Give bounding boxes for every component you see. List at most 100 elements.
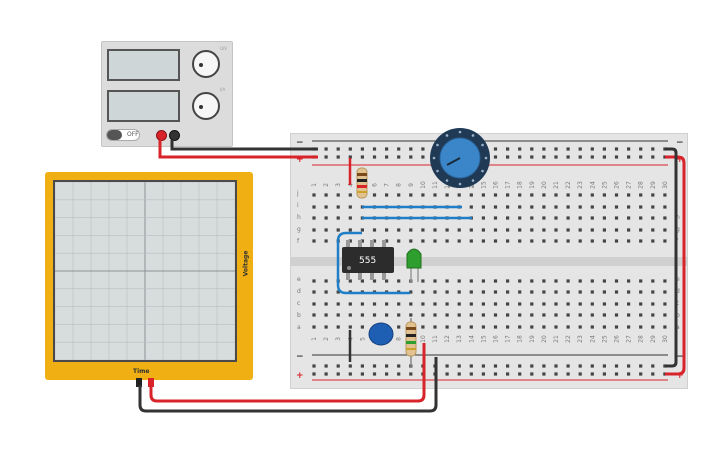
breadboard-hole[interactable] [324,228,328,232]
breadboard-hole[interactable] [397,239,401,243]
breadboard-hole[interactable] [372,313,377,317]
breadboard-hole[interactable] [578,290,582,294]
breadboard-hole[interactable] [518,239,522,243]
breadboard-hole[interactable] [336,290,340,294]
breadboard-hole[interactable] [348,239,352,243]
breadboard-hole[interactable] [372,228,377,232]
rail-hole[interactable] [397,147,401,151]
rail-hole[interactable] [602,364,606,368]
breadboard-hole[interactable] [481,205,485,209]
breadboard-hole[interactable] [578,313,582,317]
rail-hole[interactable] [554,147,558,151]
rail-hole[interactable] [542,147,546,151]
breadboard-hole[interactable] [554,290,558,294]
breadboard-hole[interactable] [639,302,643,306]
rail-hole[interactable] [602,147,606,151]
power-supply[interactable]: U/V I/A OFF [101,41,233,147]
rail-hole[interactable] [421,147,425,151]
breadboard-hole[interactable] [457,279,461,283]
rail-hole[interactable] [639,372,643,376]
breadboard-hole[interactable] [312,239,316,243]
breadboard-hole[interactable] [639,193,643,197]
current-knob[interactable] [192,92,220,120]
breadboard-hole[interactable] [469,302,473,306]
breadboard-hole[interactable] [639,228,643,232]
breadboard-hole[interactable] [324,302,328,306]
rail-hole[interactable] [590,372,594,376]
rail-hole[interactable] [602,155,606,159]
breadboard-hole[interactable] [590,216,594,220]
breadboard-hole[interactable] [663,290,667,294]
breadboard-hole[interactable] [566,313,570,317]
rail-hole[interactable] [397,364,401,368]
breadboard-hole[interactable] [530,239,534,243]
breadboard-hole[interactable] [433,228,437,232]
rail-hole[interactable] [663,364,667,368]
breadboard-hole[interactable] [336,228,340,232]
breadboard-hole[interactable] [493,239,498,243]
breadboard-hole[interactable] [518,313,522,317]
breadboard-hole[interactable] [530,302,534,306]
breadboard-hole[interactable] [312,313,316,317]
breadboard-hole[interactable] [542,193,546,197]
breadboard-hole[interactable] [372,302,377,306]
breadboard-hole[interactable] [360,302,364,306]
breadboard-hole[interactable] [506,290,510,294]
rail-hole[interactable] [324,372,328,376]
breadboard-hole[interactable] [506,216,510,220]
breadboard-hole[interactable] [542,239,546,243]
breadboard-hole[interactable] [602,290,606,294]
rail-hole[interactable] [336,155,340,159]
breadboard-hole[interactable] [421,279,425,283]
led[interactable] [406,248,422,269]
scope-probe-negative[interactable] [136,378,142,387]
rail-hole[interactable] [566,155,570,159]
breadboard-hole[interactable] [530,313,534,317]
breadboard-hole[interactable] [602,313,606,317]
breadboard-hole[interactable] [602,325,606,329]
breadboard-hole[interactable] [651,313,655,317]
rail-hole[interactable] [566,364,570,368]
breadboard-hole[interactable] [397,313,401,317]
breadboard-hole[interactable] [554,313,558,317]
jumper-loop[interactable] [336,231,410,295]
breadboard-hole[interactable] [385,279,389,283]
breadboard-hole[interactable] [397,279,401,283]
rail-hole[interactable] [639,147,643,151]
oscilloscope[interactable]: Voltage Time [45,172,253,387]
rail-hole[interactable] [409,372,413,376]
rail-hole[interactable] [348,372,352,376]
breadboard-hole[interactable] [663,279,667,283]
breadboard-hole[interactable] [518,216,522,220]
rail-hole[interactable] [627,147,631,151]
rail-hole[interactable] [627,364,631,368]
breadboard-hole[interactable] [663,205,667,209]
breadboard-hole[interactable] [554,228,558,232]
rail-hole[interactable] [506,372,510,376]
rail-hole[interactable] [518,364,522,368]
wire-psu-positive[interactable] [158,140,318,159]
breadboard-hole[interactable] [445,290,449,294]
breadboard-hole[interactable] [348,216,352,220]
breadboard-hole[interactable] [312,205,316,209]
breadboard-hole[interactable] [445,228,449,232]
breadboard-hole[interactable] [663,193,667,197]
breadboard-hole[interactable] [493,290,498,294]
rail-hole[interactable] [372,147,377,151]
rail-hole[interactable] [372,364,377,368]
breadboard-hole[interactable] [469,239,473,243]
rail-hole[interactable] [348,155,352,159]
breadboard-hole[interactable] [530,205,534,209]
breadboard-hole[interactable] [421,193,425,197]
breadboard-hole[interactable] [614,302,619,306]
breadboard-hole[interactable] [493,302,498,306]
breadboard-hole[interactable] [639,239,643,243]
breadboard-hole[interactable] [566,239,570,243]
breadboard-hole[interactable] [469,290,473,294]
rail-hole[interactable] [385,147,389,151]
breadboard-hole[interactable] [481,193,485,197]
rail-hole[interactable] [651,155,655,159]
breadboard-hole[interactable] [481,302,485,306]
breadboard-hole[interactable] [348,313,352,317]
breadboard-hole[interactable] [469,205,473,209]
